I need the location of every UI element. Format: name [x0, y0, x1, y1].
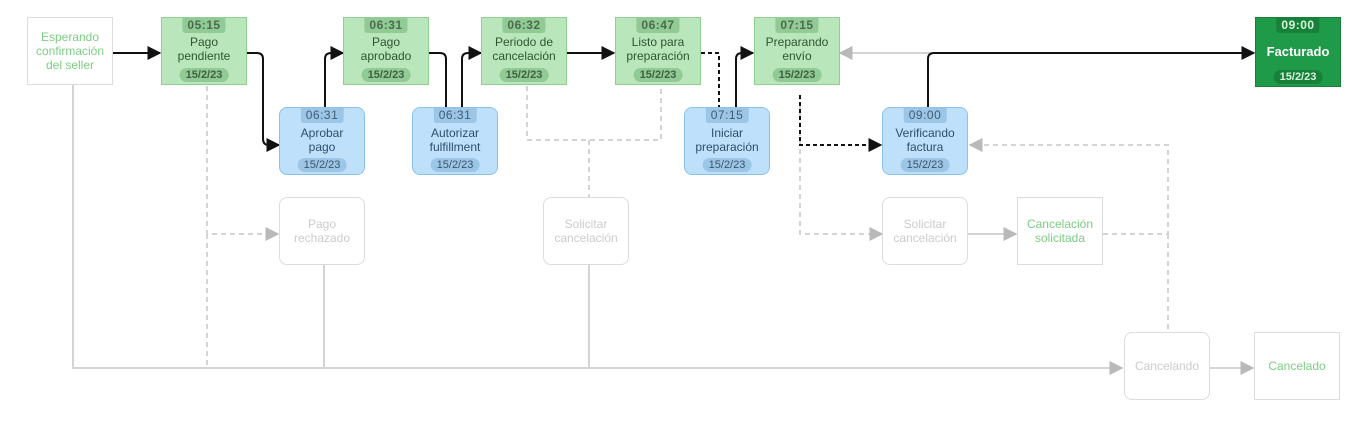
node-label: Aprobar pago: [300, 126, 344, 154]
state-cancelado[interactable]: Cancelado: [1254, 332, 1340, 400]
node-label: Pago rechazado: [293, 217, 351, 245]
node-label: Iniciar preparación: [695, 126, 759, 154]
node-label: Solicitar cancelación: [554, 217, 618, 245]
time-badge: 05:15: [182, 18, 226, 33]
edge-aprobar-pago-to-pago-aprobado: [324, 46, 345, 107]
date-badge: 15/2/23: [430, 158, 480, 172]
time-badge: 09:00: [903, 108, 947, 123]
node-label: Pago aprobado: [360, 35, 412, 63]
time-badge: 07:15: [775, 18, 819, 33]
state-cancelacion-solicitada[interactable]: Cancelación solicitada: [1017, 197, 1103, 265]
edge-verificando-to-facturado: [927, 46, 1256, 107]
action-verificando-factura[interactable]: 09:00 Verificando factura 15/2/23: [882, 107, 968, 175]
state-preparando-envio[interactable]: 07:15 Preparando envío 15/2/23: [754, 17, 840, 85]
edge-preparando-to-verificando: [799, 95, 883, 152]
node-label: Pago pendiente: [177, 35, 231, 63]
date-badge: 15/2/23: [499, 68, 549, 82]
state-pago-pendiente[interactable]: 05:15 Pago pendiente 15/2/23: [161, 17, 247, 85]
edge-periodo-to-solicitar-cancelacion: [526, 86, 662, 141]
action-aprobar-pago[interactable]: 06:31 Aprobar pago 15/2/23: [279, 107, 365, 175]
date-badge: 15/2/23: [361, 68, 411, 82]
date-badge: 15/2/23: [179, 68, 229, 82]
state-facturado[interactable]: 09:00 Facturado 15/2/23: [1255, 17, 1341, 87]
node-label: Cancelado: [1268, 359, 1326, 373]
edge-esperando-to-cancelando: [72, 85, 1124, 375]
time-badge: 09:00: [1276, 18, 1320, 33]
action-solicitar-cancelacion-2[interactable]: Solicitar cancelación: [882, 197, 968, 265]
edge-listo-to-iniciar: [701, 52, 720, 107]
node-label: Cancelando: [1134, 359, 1200, 373]
node-label: Preparando envío: [765, 35, 829, 63]
state-pago-aprobado[interactable]: 06:31 Pago aprobado 15/2/23: [343, 17, 429, 85]
action-solicitar-cancelacion-1[interactable]: Solicitar cancelación: [543, 197, 629, 265]
node-label: Esperando confirmación del seller: [35, 30, 105, 72]
edge-pago-aprobado-to-autorizar: [429, 52, 447, 107]
node-label: Facturado: [1266, 44, 1330, 59]
edge-autorizar-to-periodo: [461, 46, 483, 107]
date-badge: 15/2/23: [702, 158, 752, 172]
time-badge: 06:31: [300, 108, 344, 123]
date-badge: 15/2/23: [772, 68, 822, 82]
node-label: Autorizar fulfillment: [429, 126, 481, 154]
action-cancelando[interactable]: Cancelando: [1124, 332, 1210, 400]
time-badge: 06:31: [364, 18, 408, 33]
time-badge: 06:32: [502, 18, 546, 33]
edge-cancelacion-solicitada-to-verificando: [968, 138, 1169, 235]
node-label: Cancelación solicitada: [1026, 217, 1094, 245]
node-label: Listo para preparación: [626, 35, 690, 63]
node-label: Solicitar cancelación: [893, 217, 957, 245]
edge-iniciar-to-preparando: [735, 46, 755, 107]
action-autorizar-fulfillment[interactable]: 06:31 Autorizar fulfillment 15/2/23: [412, 107, 498, 175]
state-periodo-cancelacion[interactable]: 06:32 Periodo de cancelación 15/2/23: [481, 17, 567, 85]
edge-preparando-to-solicitar-2: [799, 95, 884, 241]
time-badge: 07:15: [705, 108, 749, 123]
edge-pago-pendiente-to-aprobar-pago: [247, 52, 281, 152]
action-iniciar-preparacion[interactable]: 07:15 Iniciar preparación 15/2/23: [684, 107, 770, 175]
edge-pago-pendiente-to-pago-rechazado: [206, 86, 280, 241]
state-listo-preparacion[interactable]: 06:47 Listo para preparación 15/2/23: [615, 17, 701, 85]
date-badge: 15/2/23: [297, 158, 347, 172]
action-pago-rechazado[interactable]: Pago rechazado: [279, 197, 365, 265]
time-badge: 06:31: [433, 108, 477, 123]
node-label: Verificando factura: [895, 126, 955, 154]
date-badge: 15/2/23: [633, 68, 683, 82]
date-badge: 15/2/23: [1273, 70, 1323, 84]
state-esperando-confirmacion[interactable]: Esperando confirmación del seller: [27, 17, 113, 85]
node-label: Periodo de cancelación: [492, 35, 556, 63]
time-badge: 06:47: [636, 18, 680, 33]
date-badge: 15/2/23: [900, 158, 950, 172]
